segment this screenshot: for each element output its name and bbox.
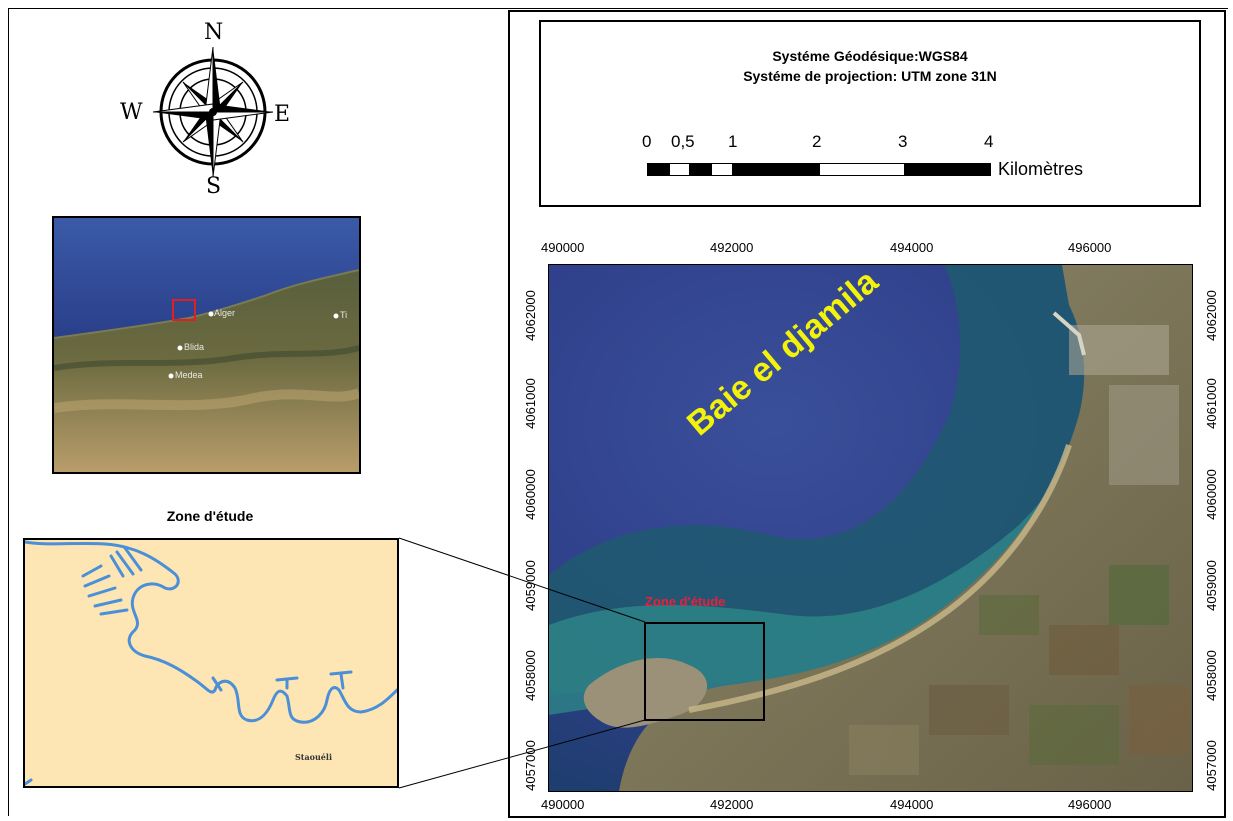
- overview-label-ti: Ti: [340, 310, 348, 320]
- map-zone-label: Zone d'étude: [645, 594, 726, 609]
- northing-left-4062000: 4062000: [522, 290, 538, 341]
- scale-bar-segment-6: [819, 163, 905, 176]
- compass-north-label: N: [204, 20, 224, 45]
- easting-top-496000: 496000: [1068, 240, 1112, 255]
- overview-locator-box: [172, 299, 196, 321]
- easting-bottom-496000: 496000: [1068, 797, 1112, 812]
- scale-tick-0: 0: [642, 132, 652, 151]
- northing-right-4061000: 4061000: [1203, 378, 1219, 429]
- scale-tick-3: 3: [898, 132, 908, 151]
- overview-map: Alger Blida Medea Ti: [52, 216, 361, 474]
- easting-top-494000: 494000: [890, 240, 934, 255]
- scale-tick-0-5: 0,5: [671, 132, 695, 151]
- compass-rose: N S E W: [118, 20, 308, 202]
- easting-top-490000: 490000: [541, 240, 585, 255]
- main-map-frame: [508, 10, 1226, 818]
- scale-tick-4: 4: [984, 132, 994, 151]
- geodetic-system-text: Systéme Géodésique:WGS84: [772, 48, 968, 64]
- easting-top-492000: 492000: [710, 240, 754, 255]
- northing-left-4058000: 4058000: [522, 650, 538, 701]
- northing-left-4061000: 4061000: [522, 378, 538, 429]
- northing-right-4062000: 4062000: [1203, 290, 1219, 341]
- compass-east-label: E: [274, 102, 291, 127]
- scale-tick-1: 1: [728, 132, 738, 151]
- main-satellite-map: [548, 264, 1193, 792]
- inset-town-label: Staouéli: [295, 752, 332, 762]
- scale-bar-segment-1: [647, 163, 669, 176]
- easting-bottom-490000: 490000: [541, 797, 585, 812]
- northing-right-4060000: 4060000: [1203, 469, 1219, 520]
- northing-right-4058000: 4058000: [1203, 650, 1219, 701]
- scale-bar-segment-4: [711, 163, 733, 176]
- zone-inset-map: Staouéli: [23, 538, 399, 788]
- overview-label-alger: Alger: [214, 308, 236, 318]
- overview-label-blida: Blida: [184, 342, 205, 352]
- map-zone-rectangle: [644, 622, 765, 721]
- scale-bar-segment-3: [690, 163, 711, 176]
- compass-west-label: W: [120, 100, 143, 125]
- overview-label-medea: Medea: [175, 370, 203, 380]
- projection-system-text: Systéme de projection: UTM zone 31N: [743, 68, 997, 84]
- inset-title: Zone d'étude: [166, 508, 254, 524]
- northing-left-4057000: 4057000: [522, 740, 538, 791]
- page-frame: [8, 8, 1228, 816]
- northing-left-4059000: 4059000: [522, 560, 538, 611]
- compass-icon: [152, 46, 274, 178]
- easting-bottom-494000: 494000: [890, 797, 934, 812]
- northing-right-4059000: 4059000: [1203, 560, 1219, 611]
- northing-right-4057000: 4057000: [1203, 740, 1219, 791]
- compass-south-label: S: [206, 174, 222, 199]
- scale-bar-segment-5: [733, 163, 819, 176]
- scale-tick-2: 2: [812, 132, 822, 151]
- info-box: Systéme Géodésique:WGS84 Systéme de proj…: [539, 20, 1201, 207]
- scale-bar-segment-7: [905, 163, 991, 176]
- easting-bottom-492000: 492000: [710, 797, 754, 812]
- northing-left-4060000: 4060000: [522, 469, 538, 520]
- scale-bar-segment-2: [669, 163, 690, 176]
- scale-unit-label: Kilomètres: [998, 159, 1084, 179]
